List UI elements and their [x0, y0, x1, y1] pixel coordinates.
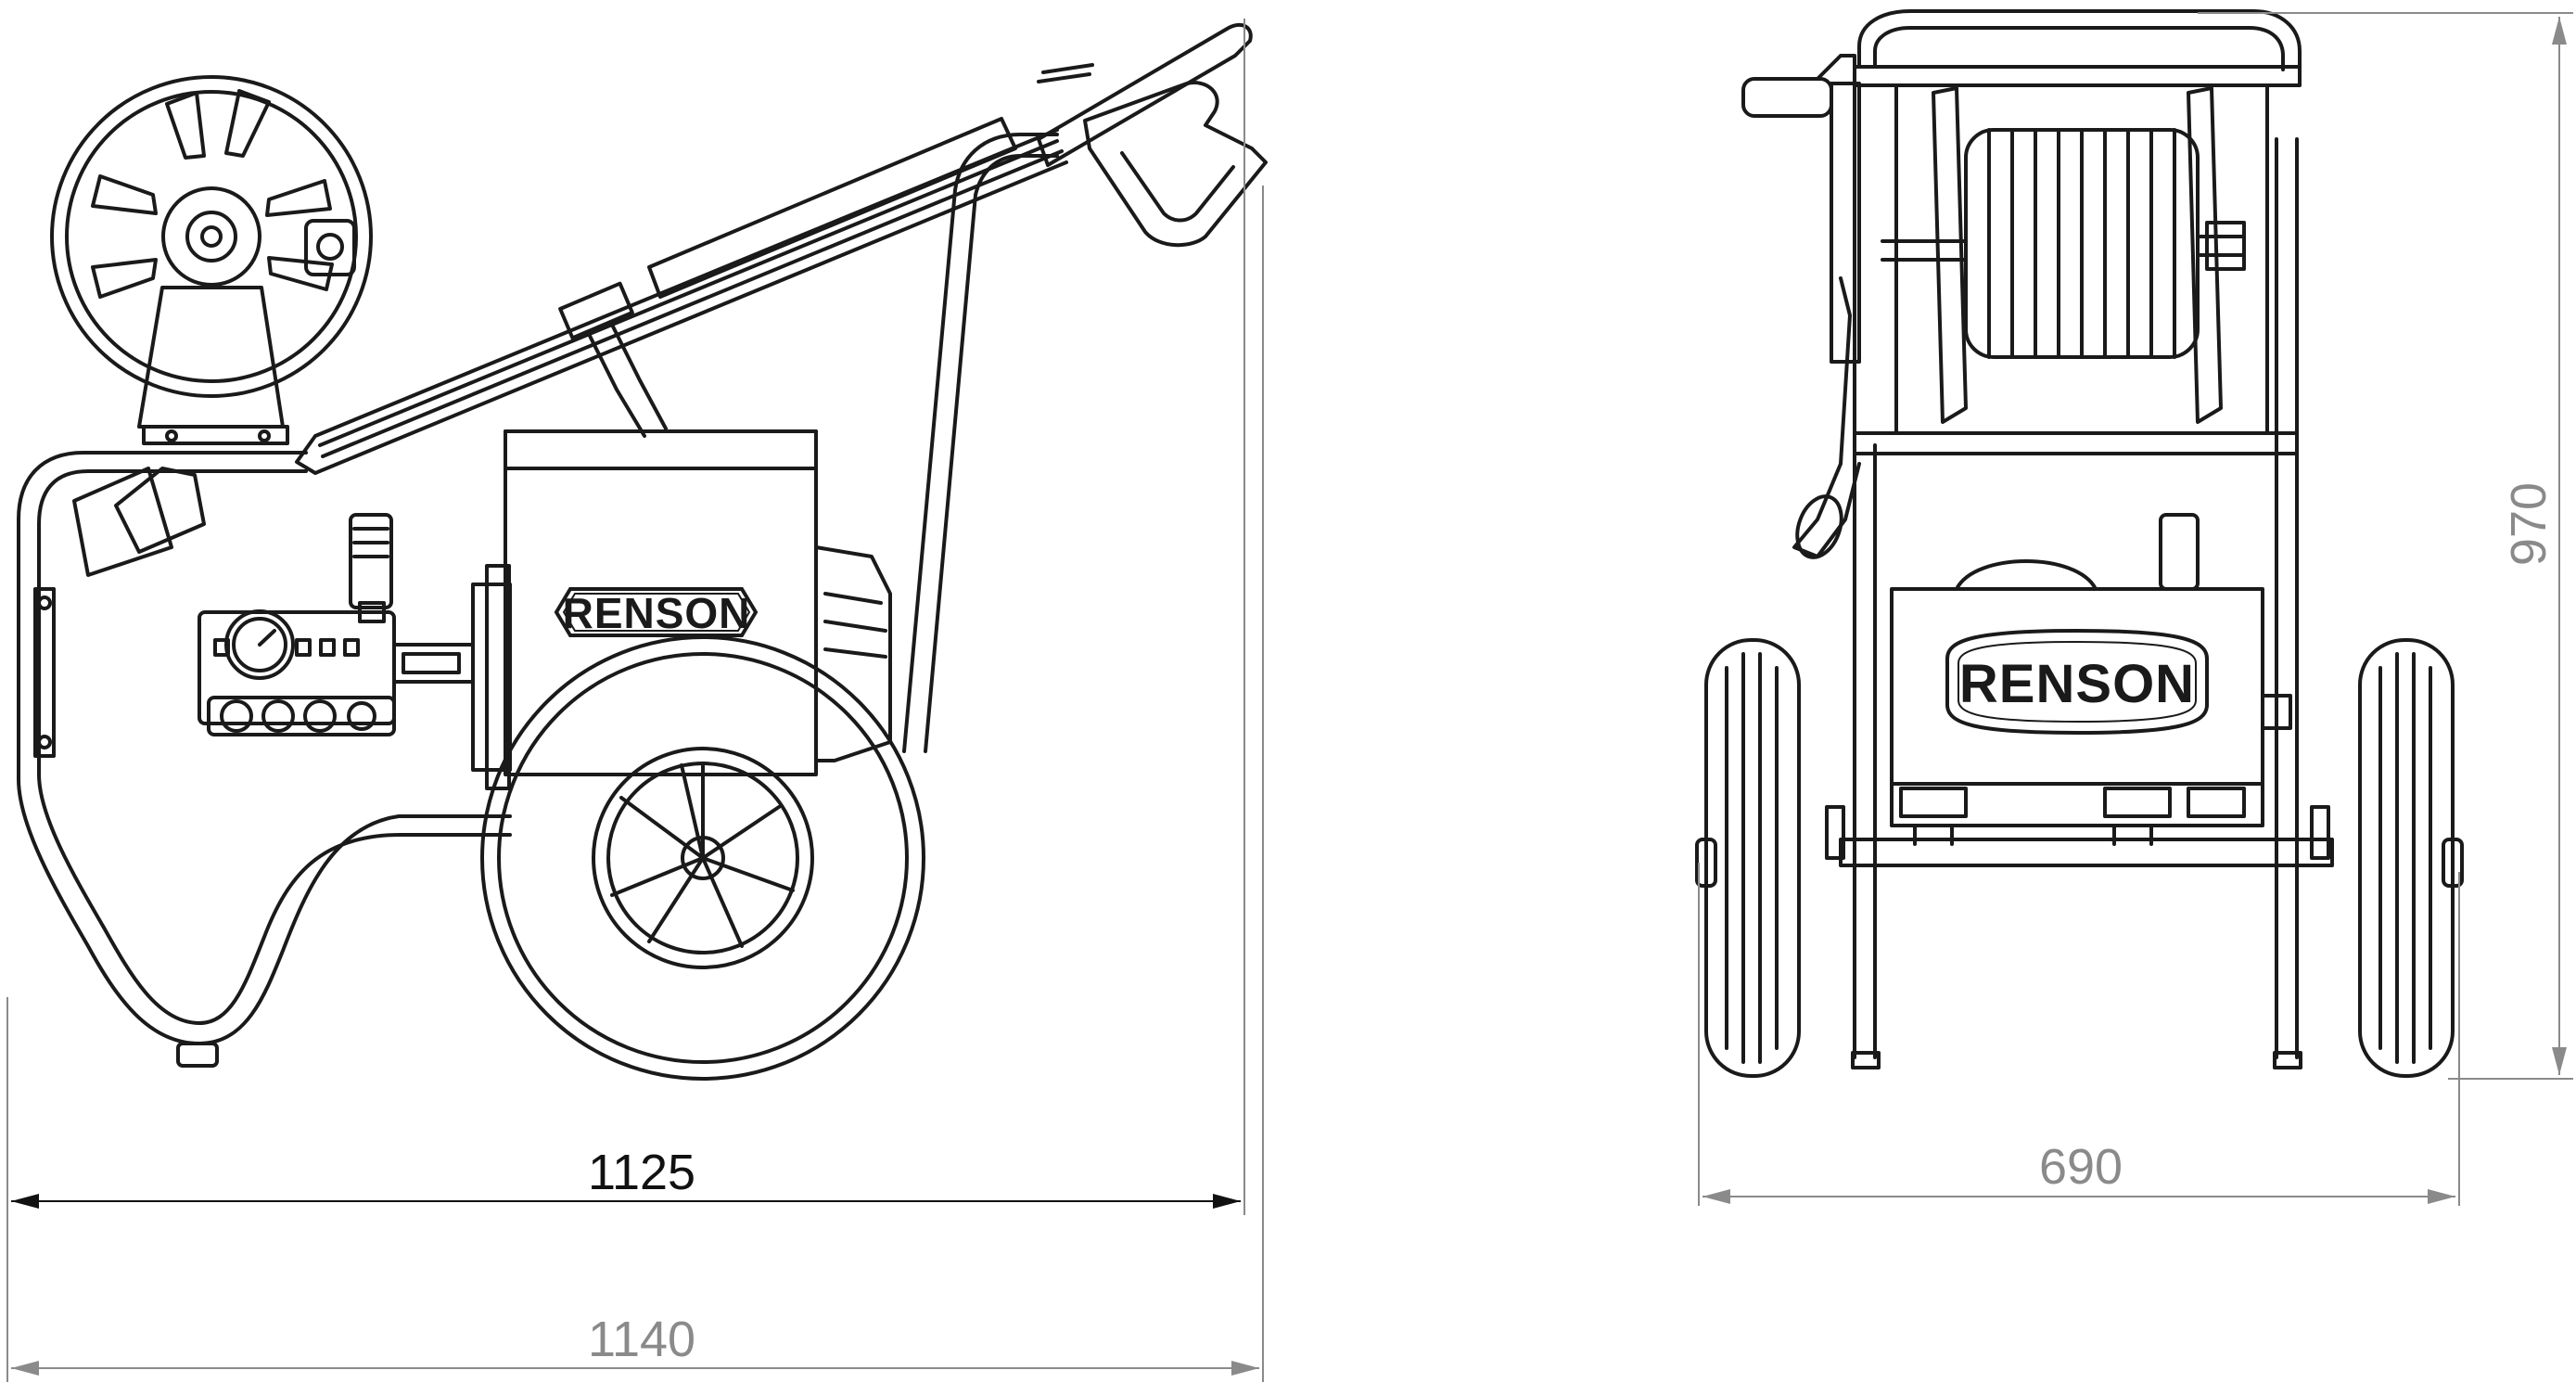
unloader-valve — [349, 513, 393, 609]
hose-clip — [1795, 494, 1843, 559]
front-handle-arch-inner — [1873, 26, 2285, 71]
dim-arrow — [11, 1194, 39, 1209]
engine-fins — [823, 592, 887, 659]
side-foot — [176, 1042, 219, 1068]
front-top-plate — [1853, 65, 2302, 87]
lance-pipe-stripe — [321, 149, 1064, 458]
spray-gun — [1083, 81, 1268, 248]
front-valve — [2159, 513, 2200, 591]
dim-label-1140: 1140 — [588, 1312, 695, 1367]
brand-logo-side: RENSON — [563, 589, 751, 637]
front-frame-left — [1853, 443, 1877, 1059]
reel-bolt — [258, 429, 271, 442]
front-lower-deck — [1890, 782, 2264, 827]
deck-block — [2103, 787, 2172, 818]
motor-flange-outer — [485, 564, 511, 790]
dim-label-690: 690 — [2039, 1139, 2123, 1195]
front-frame-cross — [1853, 431, 2299, 455]
crank-arm — [1816, 54, 1856, 447]
front-frame-right — [2275, 137, 2299, 1059]
dim-label-970: 970 — [2501, 482, 2557, 566]
brand-badge-side: RENSON — [554, 587, 759, 637]
dim-arrow — [1213, 1194, 1241, 1209]
axle-bracket-right — [2310, 805, 2330, 860]
side-handle-bar — [1037, 22, 1253, 167]
reel-axle — [1881, 235, 2246, 262]
reel-flange-right — [2187, 86, 2223, 424]
hose-reel — [50, 75, 373, 445]
reel-hub — [2205, 221, 2246, 271]
front-axle — [1839, 838, 2334, 867]
dim-arrow — [2552, 1047, 2567, 1075]
dim-label-1125: 1125 — [588, 1145, 695, 1200]
dim-arrow — [2552, 17, 2567, 45]
deck-block — [1899, 787, 1968, 818]
brand-badge-front: RENSON — [1945, 628, 2209, 736]
hose-hook — [72, 467, 173, 577]
side-frame-plate — [33, 587, 56, 758]
hose-hook — [114, 467, 206, 554]
front-handle-arch — [1857, 9, 2302, 71]
side-view — [17, 22, 1268, 1081]
side-bracket — [1830, 82, 1861, 364]
reel-stand — [137, 286, 285, 429]
frame-bolt — [37, 595, 52, 610]
front-wheel-right — [2358, 638, 2464, 1078]
dim-arrow — [2428, 1189, 2455, 1204]
lance-pipe-stripe — [318, 139, 1059, 447]
pump-unit — [198, 513, 475, 736]
hose-to-pump — [587, 323, 668, 438]
front-dimensions — [1698, 12, 2573, 1206]
front-wheel-left — [1695, 638, 1801, 1078]
side-handle-upright-inner — [924, 154, 1059, 753]
motor-top-bump — [1955, 559, 2098, 591]
brand-logo-front: RENSON — [1959, 654, 2195, 714]
front-foot-right — [2273, 1051, 2302, 1069]
front-foot-left — [1851, 1051, 1881, 1069]
reel-crank-plate — [304, 219, 356, 276]
reel-bolt — [165, 429, 178, 442]
deck-block — [2187, 787, 2246, 818]
motor-housing-lid — [504, 429, 818, 470]
dim-arrow — [1702, 1189, 1730, 1204]
side-dimensions — [6, 19, 1264, 1382]
side-handle-upright — [902, 133, 1059, 753]
reel-flange-left — [1932, 86, 1968, 424]
lance-coupling — [558, 281, 634, 340]
side-frame-tube — [17, 451, 512, 1045]
deck-bolts — [1913, 824, 2153, 846]
lance-pipe — [295, 128, 1068, 475]
crank-handle — [1741, 77, 1833, 118]
spray-gun-lance — [1037, 63, 1094, 83]
dim-arrow — [1231, 1361, 1259, 1376]
lance-sleeve — [647, 117, 1017, 299]
spray-gun-trigger — [1120, 151, 1235, 223]
frame-bolt — [37, 735, 52, 749]
front-side-fitting — [2261, 694, 2292, 730]
dim-arrow — [11, 1361, 39, 1376]
reel-base — [142, 425, 289, 445]
side-frame-tube-inner — [37, 469, 512, 1025]
side-wheel — [480, 635, 925, 1081]
hose-coils — [1964, 128, 2200, 359]
front-view — [1695, 9, 2464, 1078]
axle-bracket-left — [1825, 805, 1845, 860]
